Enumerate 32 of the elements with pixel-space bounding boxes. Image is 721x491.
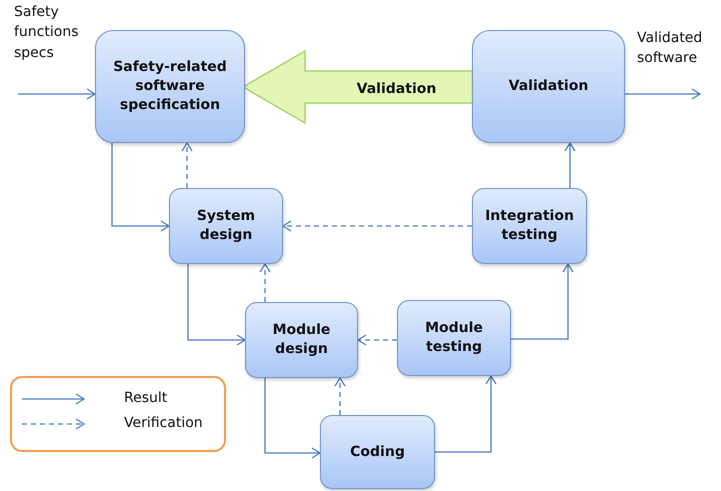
arrow — [334, 377, 346, 415]
arrow — [435, 375, 497, 453]
box-text: Integration testing — [484, 207, 575, 245]
box-text: Module design — [272, 321, 332, 359]
arrow — [181, 142, 193, 188]
arrow — [357, 334, 397, 346]
process-box — [472, 188, 587, 264]
box-text: Module testing — [424, 319, 484, 357]
process-box — [95, 30, 245, 143]
edge-label: Validation — [356, 81, 436, 97]
arrow — [264, 378, 321, 459]
process-box — [472, 30, 625, 143]
process-box — [169, 188, 283, 264]
legend-text: Verification — [124, 415, 203, 431]
box-text: System design — [196, 207, 256, 245]
arrow — [564, 142, 576, 188]
legend-text: Result — [124, 390, 168, 406]
arrow — [625, 88, 701, 100]
arrow — [511, 263, 574, 340]
flow-label: Safety functions specs — [14, 3, 80, 63]
arrow — [18, 88, 96, 100]
arrow — [282, 220, 472, 232]
flow-label: Validated software — [637, 29, 704, 68]
arrow — [111, 143, 170, 232]
arrow — [187, 264, 246, 346]
arrow — [259, 263, 271, 302]
process-box — [397, 300, 511, 376]
process-box — [245, 302, 358, 378]
box-text: Safety-related software specification — [112, 58, 228, 115]
box-text: Coding — [350, 442, 405, 462]
process-box — [320, 415, 435, 489]
box-text: Validation — [508, 77, 588, 96]
